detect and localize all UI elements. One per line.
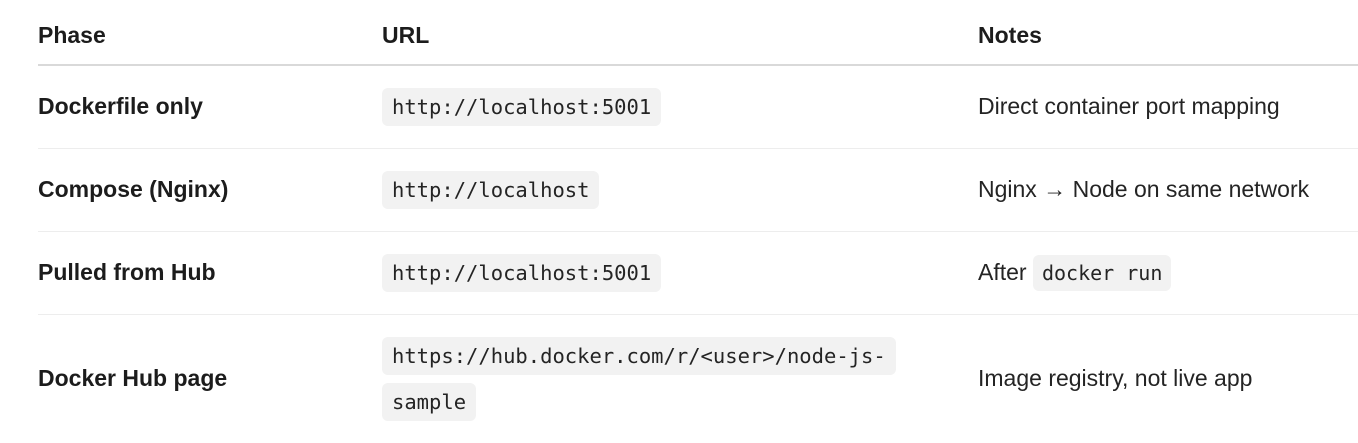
url-cell: http://localhost:5001 — [382, 232, 978, 315]
table-header-row: Phase URL Notes — [38, 0, 1358, 65]
url-cell: http://localhost:5001 — [382, 65, 978, 149]
phase-url-notes-table: Phase URL Notes Dockerfile only http://l… — [38, 0, 1358, 443]
notes-code-chip: docker run — [1033, 255, 1171, 291]
notes-cell: Image registry, not live app — [978, 315, 1358, 443]
table-row: Dockerfile only http://localhost:5001 Di… — [38, 65, 1358, 149]
notes-cell: Nginx → Node on same network — [978, 149, 1358, 232]
url-code-chip: http://localhost:5001 — [382, 88, 661, 126]
url-code-chip: http://localhost — [382, 171, 599, 209]
table-row: Pulled from Hub http://localhost:5001 Af… — [38, 232, 1358, 315]
url-cell: https://hub.docker.com/r/<user>/node-js-… — [382, 315, 978, 443]
column-header-url: URL — [382, 0, 978, 65]
notes-cell: After docker run — [978, 232, 1358, 315]
url-code-chip: https://hub.docker.com/r/<user>/node-js-… — [382, 337, 896, 421]
phase-cell: Docker Hub page — [38, 315, 382, 443]
column-header-phase: Phase — [38, 0, 382, 65]
notes-cell: Direct container port mapping — [978, 65, 1358, 149]
phase-cell: Dockerfile only — [38, 65, 382, 149]
table-row: Docker Hub page https://hub.docker.com/r… — [38, 315, 1358, 443]
url-code-chip: http://localhost:5001 — [382, 254, 661, 292]
column-header-notes: Notes — [978, 0, 1358, 65]
phase-cell: Compose (Nginx) — [38, 149, 382, 232]
table-row: Compose (Nginx) http://localhost Nginx →… — [38, 149, 1358, 232]
url-cell: http://localhost — [382, 149, 978, 232]
table-body: Dockerfile only http://localhost:5001 Di… — [38, 65, 1358, 443]
phase-cell: Pulled from Hub — [38, 232, 382, 315]
